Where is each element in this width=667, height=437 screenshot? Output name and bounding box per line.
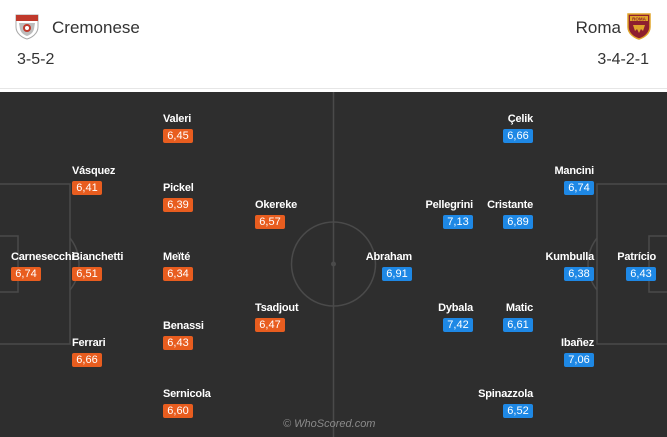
- player-benassi[interactable]: Benassi 6,43: [163, 320, 223, 350]
- roma-logo-text: ROMA: [632, 16, 646, 21]
- player-rating: 6,43: [163, 336, 193, 350]
- roma-crest-icon: ROMA: [626, 12, 652, 40]
- player-rating: 6,52: [503, 404, 533, 418]
- player-cristante[interactable]: Cristante 6,89: [473, 199, 533, 229]
- player-name: Benassi: [163, 320, 204, 332]
- player-okereke[interactable]: Okereke 6,57: [255, 199, 315, 229]
- player-name: Matic: [505, 302, 533, 314]
- player-name: Patrício: [617, 251, 656, 263]
- home-formation: 3-5-2: [17, 51, 55, 68]
- player-rating: 6,60: [163, 404, 193, 418]
- player-matic[interactable]: Matic 6,61: [473, 302, 533, 332]
- player-vasquez[interactable]: Vásquez 6,41: [72, 165, 132, 195]
- away-team-name[interactable]: Roma: [575, 18, 621, 37]
- player-patricio[interactable]: Patrício 6,43: [596, 251, 656, 281]
- player-meite[interactable]: Meïté 6,34: [163, 251, 223, 281]
- player-name: Valeri: [163, 113, 192, 125]
- player-ibanez[interactable]: Ibañez 7,06: [534, 337, 594, 367]
- player-rating: 6,51: [72, 267, 102, 281]
- player-dybala[interactable]: Dybala 7,42: [413, 302, 473, 332]
- player-name: Vásquez: [72, 165, 116, 177]
- player-rating: 6,74: [564, 181, 594, 195]
- player-name: Ferrari: [72, 337, 106, 349]
- player-name: Bianchetti: [72, 251, 124, 263]
- player-rating: 7,06: [564, 353, 594, 367]
- player-rating: 6,39: [163, 198, 193, 212]
- player-carnesecchi[interactable]: Carnesecchi 6,74: [11, 251, 75, 281]
- whoscored-watermark: © WhoScored.com: [283, 418, 376, 430]
- player-rating: 6,91: [382, 267, 412, 281]
- match-header: Cremonese 3-5-2 Roma ROMA 3-4-2-1: [0, 0, 667, 89]
- player-name: Tsadjout: [255, 302, 299, 314]
- player-name: Cristante: [487, 199, 533, 211]
- player-rating: 6,66: [72, 353, 102, 367]
- pitch: [0, 92, 667, 437]
- home-team-name[interactable]: Cremonese: [52, 18, 140, 37]
- pitch-lines: [0, 92, 667, 437]
- player-rating: 7,42: [443, 318, 473, 332]
- player-rating: 6,66: [503, 129, 533, 143]
- player-valeri[interactable]: Valeri 6,45: [163, 113, 223, 143]
- player-mancini[interactable]: Mancini 6,74: [534, 165, 594, 195]
- player-tsadjout[interactable]: Tsadjout 6,47: [255, 302, 315, 332]
- player-ferrari[interactable]: Ferrari 6,66: [72, 337, 132, 367]
- player-name: Ibañez: [560, 337, 594, 349]
- player-spinazzola[interactable]: Spinazzola 6,52: [473, 388, 533, 418]
- player-celik[interactable]: Çelik 6,66: [473, 113, 533, 143]
- player-rating: 6,41: [72, 181, 102, 195]
- player-name: Sernicola: [163, 388, 211, 400]
- player-name: Carnesecchi: [11, 251, 75, 263]
- player-bianchetti[interactable]: Bianchetti 6,51: [72, 251, 132, 281]
- player-pellegrini[interactable]: Pellegrini 7,13: [413, 199, 473, 229]
- cremonese-crest-icon: [14, 12, 40, 40]
- player-rating: 7,13: [443, 215, 473, 229]
- player-name: Kumbulla: [545, 251, 594, 263]
- player-abraham[interactable]: Abraham 6,91: [352, 251, 412, 281]
- away-formation: 3-4-2-1: [597, 51, 649, 68]
- player-name: Meïté: [163, 251, 191, 263]
- player-rating: 6,89: [503, 215, 533, 229]
- player-rating: 6,38: [564, 267, 594, 281]
- player-rating: 6,47: [255, 318, 285, 332]
- player-sernicola[interactable]: Sernicola 6,60: [163, 388, 223, 418]
- player-rating: 6,45: [163, 129, 193, 143]
- player-kumbulla[interactable]: Kumbulla 6,38: [534, 251, 594, 281]
- player-name: Okereke: [255, 199, 298, 211]
- player-name: Mancini: [554, 165, 594, 177]
- player-pickel[interactable]: Pickel 6,39: [163, 182, 223, 212]
- player-rating: 6,74: [11, 267, 41, 281]
- player-rating: 6,43: [626, 267, 656, 281]
- player-name: Spinazzola: [478, 388, 533, 400]
- player-rating: 6,57: [255, 215, 285, 229]
- player-name: Pellegrini: [425, 199, 473, 211]
- player-rating: 6,34: [163, 267, 193, 281]
- player-name: Abraham: [365, 251, 412, 263]
- player-name: Dybala: [438, 302, 473, 314]
- player-name: Pickel: [163, 182, 194, 194]
- player-name: Çelik: [507, 113, 533, 125]
- player-rating: 6,61: [503, 318, 533, 332]
